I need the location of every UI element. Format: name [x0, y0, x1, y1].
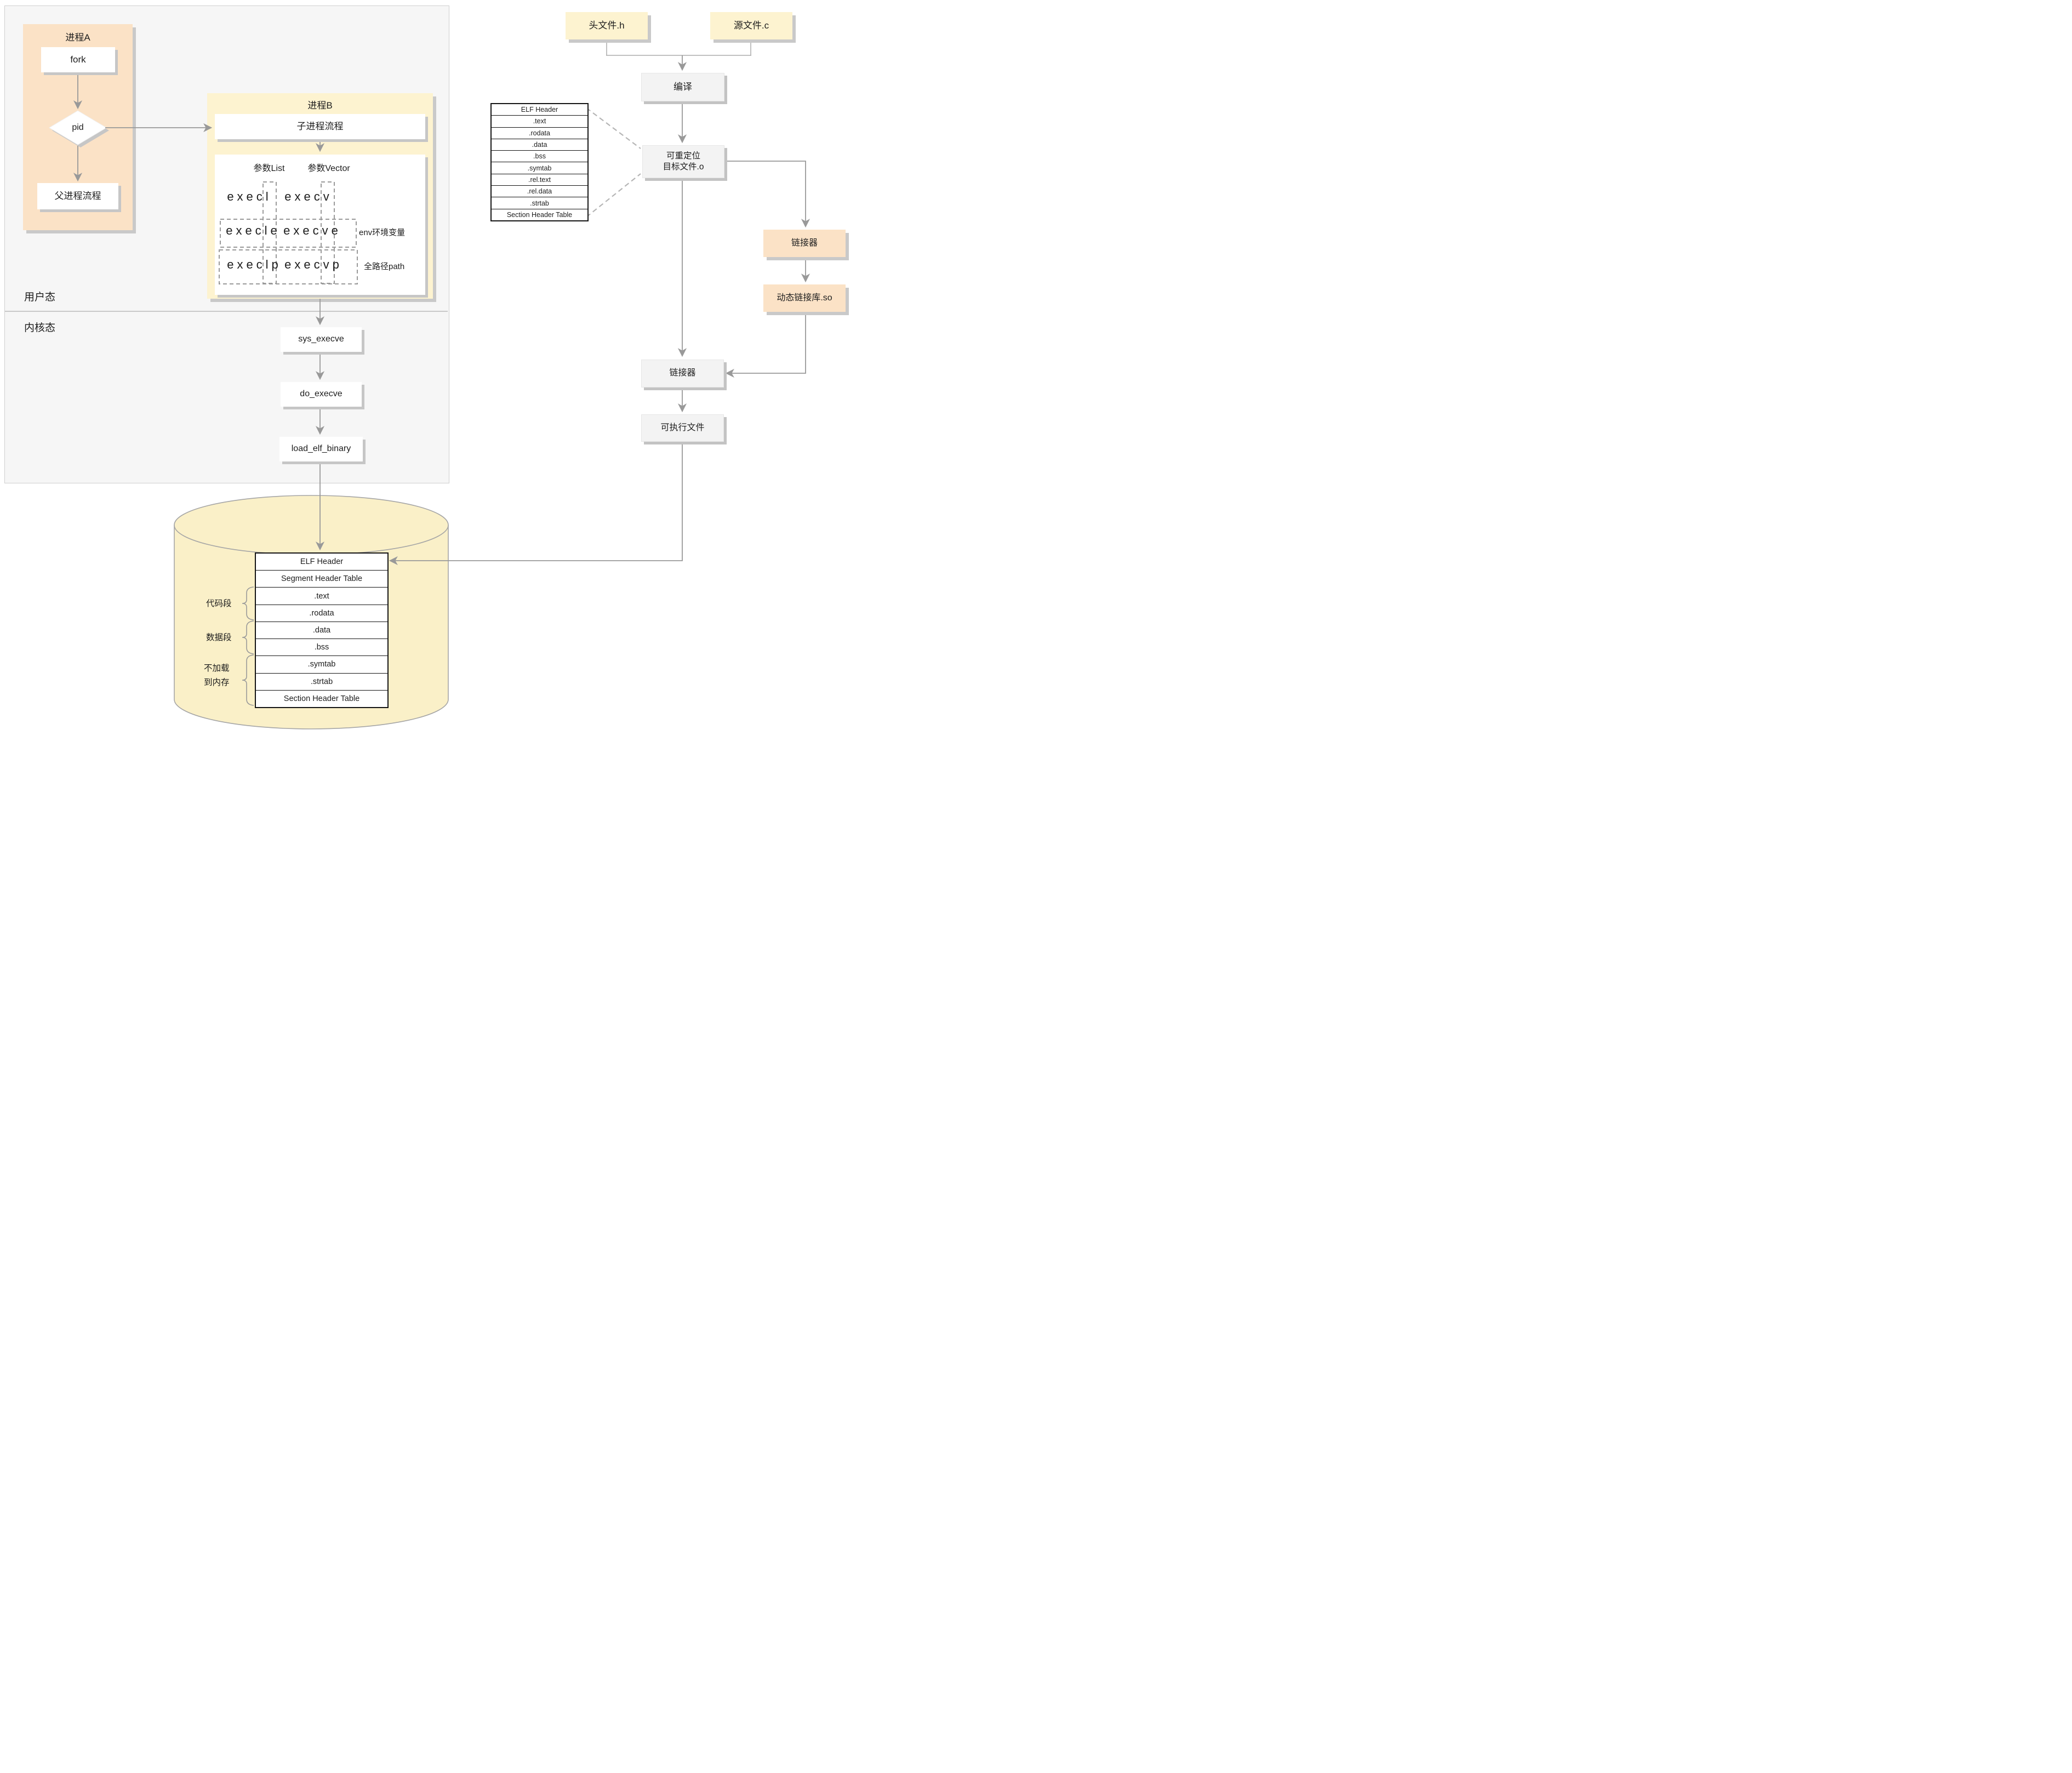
- sys-execve-node: sys_execve: [281, 327, 362, 352]
- disk-row: .data: [256, 621, 387, 638]
- child-flow-node: 子进程流程: [215, 114, 425, 139]
- not-loaded-label-line1: 不加载: [204, 664, 230, 673]
- object-table-row: .rodata: [492, 127, 587, 139]
- executable-node: 可执行文件: [641, 414, 724, 442]
- path-note: 全路径path: [364, 261, 405, 271]
- object-table-row: .text: [492, 115, 587, 127]
- execv-label: execv: [284, 190, 333, 203]
- relocatable-object-node: 可重定位 目标文件.o: [642, 145, 724, 178]
- execve-label: execve: [283, 224, 341, 237]
- env-note: env环境变量: [359, 227, 406, 237]
- process-a-title: 进程A: [65, 32, 90, 43]
- object-table-row: .bss: [492, 150, 587, 162]
- data-segment-label: 数据段: [206, 633, 232, 642]
- linker-node: 链接器: [641, 360, 724, 387]
- object-table-row: ELF Header: [521, 106, 558, 114]
- object-table-row: .rel.text: [492, 173, 587, 185]
- disk-row: .strtab: [256, 672, 387, 690]
- execvp-label: execvp: [284, 258, 343, 271]
- disk-row: .text: [256, 587, 387, 604]
- merge-lines: [606, 39, 751, 56]
- disk-row: .bss: [256, 638, 387, 655]
- linker-dynamic-node: 链接器: [763, 230, 846, 257]
- object-table-row: .strtab: [492, 197, 587, 208]
- parent-flow-node: 父进程流程: [37, 183, 118, 209]
- disk-row: .rodata: [256, 604, 387, 622]
- pid-label: pid: [72, 123, 84, 132]
- disk-row: Segment Header Table: [256, 570, 387, 587]
- disk-elf-table: ELF Header Segment Header Table .text .r…: [255, 552, 389, 708]
- param-vector-header: 参数Vector: [307, 164, 350, 173]
- code-segment-label: 代码段: [206, 599, 232, 608]
- disk-row: .symtab: [256, 655, 387, 672]
- disk-row: ELF Header: [300, 557, 344, 567]
- header-file-node: 头文件.h: [566, 12, 648, 39]
- object-table-row: .rel.data: [492, 185, 587, 197]
- kernel-mode-label: 内核态: [24, 322, 56, 334]
- process-b-title: 进程B: [307, 100, 333, 111]
- param-list-header: 参数List: [253, 164, 285, 173]
- execl-label: execl: [227, 190, 272, 203]
- elf-detail-callout-lines: [586, 107, 641, 218]
- object-table-row: .symtab: [492, 162, 587, 173]
- object-table-row: .data: [492, 138, 587, 150]
- relocatable-object-line1: 可重定位: [666, 151, 700, 161]
- dynamic-lib-node: 动态链接库.so: [763, 284, 846, 312]
- do-execve-node: do_execve: [281, 382, 362, 407]
- disk-row: Section Header Table: [256, 689, 387, 707]
- source-file-node: 源文件.c: [710, 12, 792, 39]
- relocatable-object-line2: 目标文件.o: [663, 162, 704, 172]
- object-table-row: Section Header Table: [492, 208, 587, 220]
- fork-node: fork: [41, 47, 115, 72]
- not-loaded-label-line2: 到内存: [204, 678, 230, 687]
- compile-node: 编译: [641, 73, 724, 101]
- diagram-canvas: 进程A 进程B: [0, 0, 859, 737]
- object-file-table: ELF Header .text .rodata .data .bss .sym…: [490, 103, 589, 221]
- load-elf-binary-node: load_elf_binary: [279, 437, 363, 461]
- user-mode-label: 用户态: [24, 291, 56, 303]
